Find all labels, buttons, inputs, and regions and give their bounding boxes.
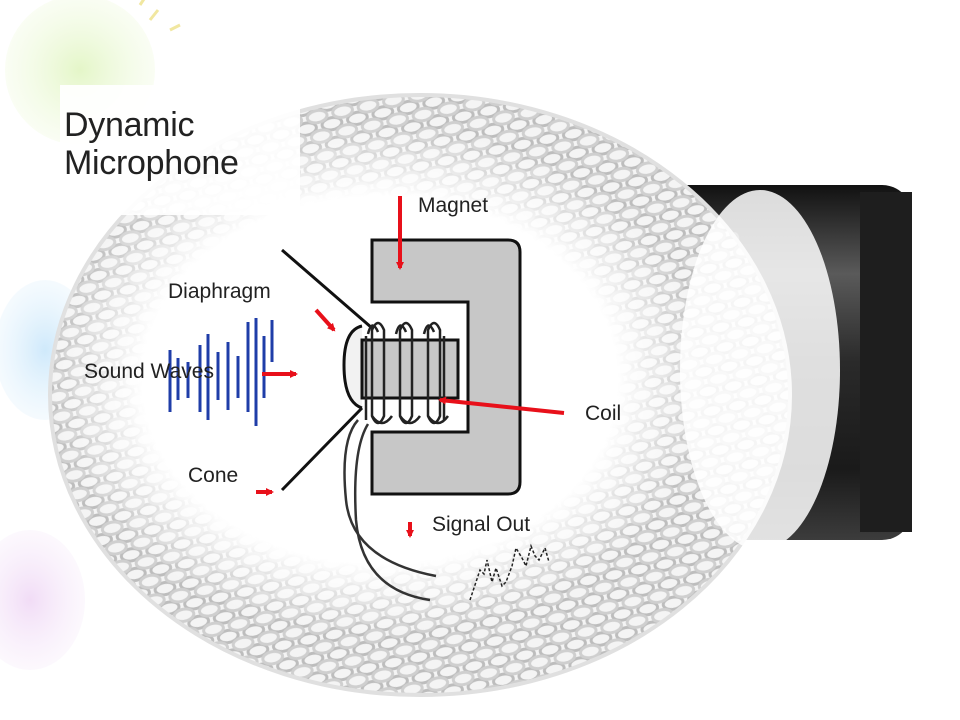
coil [364,321,450,425]
diaphragm-cone [280,248,460,492]
coil-label: Coil [585,402,622,425]
diagram-title-line1: Dynamic [64,106,195,144]
label-arrows [256,196,565,538]
signal-out-label: Signal Out [432,513,531,536]
pink-balloon [0,530,85,670]
magnet [370,238,522,496]
diaphragm-label: Diaphragm [168,280,271,303]
signal-out-waveform [469,543,550,601]
cone-label: Cone [188,464,239,487]
sound-waves-label: Sound Waves [84,360,214,383]
signal-wires [343,419,437,602]
diaphragm-arrow [314,308,336,332]
diagram-title-line2: Microphone [64,144,239,182]
magnet-label: Magnet [418,194,489,217]
coil-arrow [438,396,565,415]
sound-waves-graphic [168,318,274,426]
